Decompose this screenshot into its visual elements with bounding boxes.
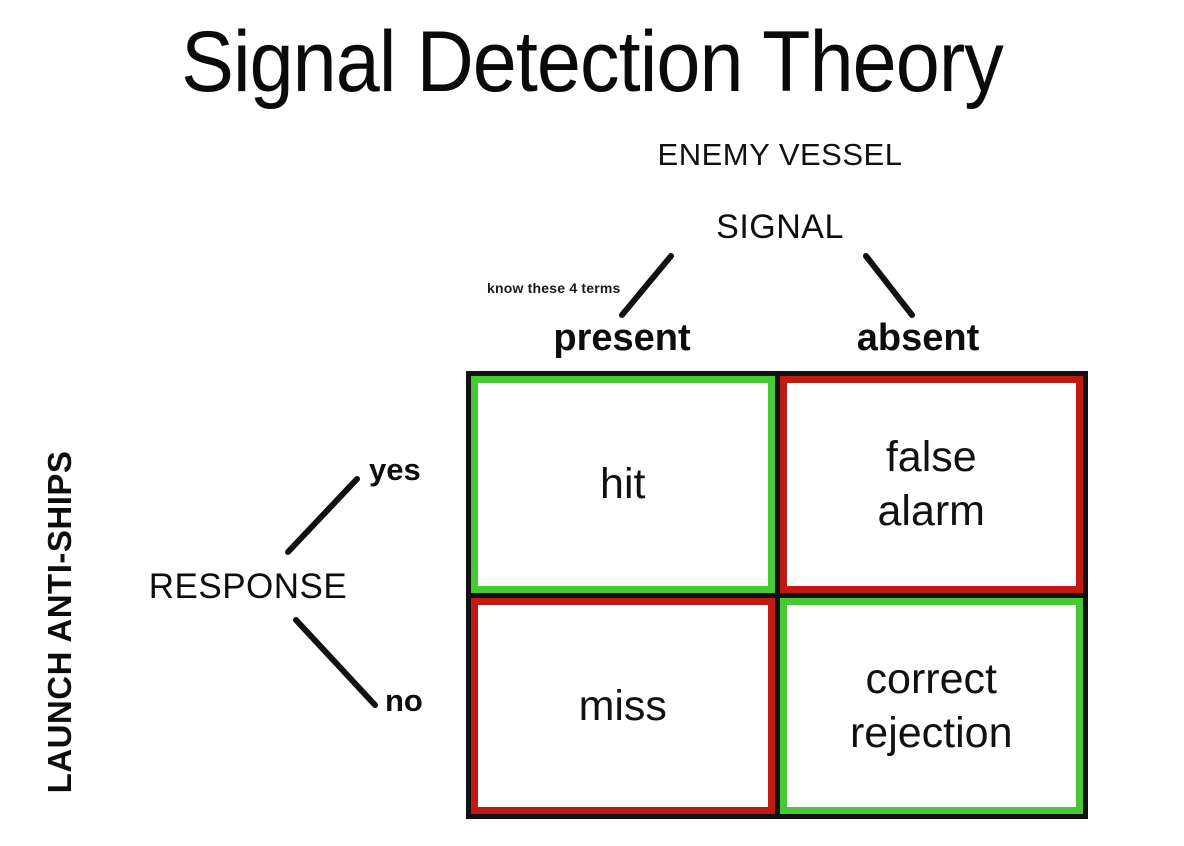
column-axis-label-signal: SIGNAL [716, 208, 844, 246]
connector-signal-absent [863, 253, 915, 318]
column-header-absent: absent [856, 317, 980, 359]
column-header-present: present [553, 317, 691, 359]
matrix-cell-false-alarm-line1: false [885, 433, 977, 482]
connector-response-no [293, 617, 378, 708]
column-group-label-enemy-vessel: ENEMY VESSEL [657, 137, 903, 172]
matrix-cell-miss-label: miss [578, 681, 667, 730]
matrix-cell-false-alarm[interactable]: false alarm [779, 376, 1083, 593]
matrix-cell-false-alarm-line2: alarm [877, 487, 986, 536]
connector-signal-present [619, 253, 674, 318]
confusion-matrix: hit false alarm miss correct rejection [466, 371, 1088, 819]
page-title: Signal Detection Theory [181, 14, 1004, 110]
matrix-cell-correct-rejection[interactable]: correct rejection [779, 597, 1083, 814]
matrix-cell-correct-rejection-label: correct rejection [844, 652, 1019, 760]
matrix-cell-false-alarm-label: false alarm [871, 430, 991, 538]
matrix-cell-miss[interactable]: miss [471, 597, 775, 814]
connector-response-yes [285, 476, 360, 555]
row-group-label-launch-anti-ships: LAUNCH ANTI-SHIPS [41, 450, 78, 794]
matrix-cell-correct-rejection-line1: correct [865, 654, 997, 703]
matrix-cell-correct-rejection-line2: rejection [849, 708, 1013, 757]
annotation-note: know these 4 terms [487, 280, 621, 296]
row-header-yes: yes [369, 452, 421, 487]
matrix-cell-hit-label: hit [600, 460, 646, 509]
row-axis-label-response: RESPONSE [148, 567, 348, 606]
matrix-cell-hit[interactable]: hit [471, 376, 775, 593]
row-header-no: no [385, 683, 423, 718]
